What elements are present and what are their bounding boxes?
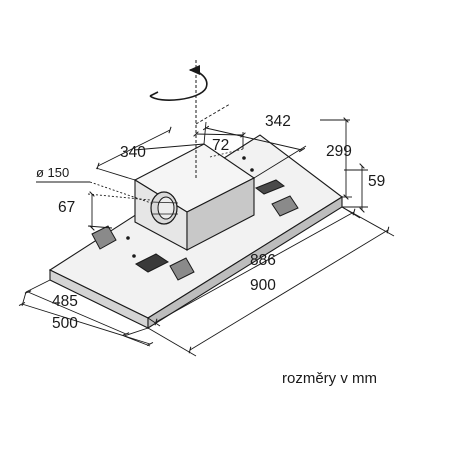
label-diameter-150: ø 150 [36,165,69,180]
label-59: 59 [368,173,385,190]
screw-1 [126,236,130,240]
label-342: 342 [265,113,291,130]
label-900: 900 [250,277,276,294]
label-485: 485 [52,293,78,310]
screw-2 [132,254,136,258]
label-340: 340 [120,144,146,161]
dimension-lines [18,103,395,357]
screw-4 [250,168,254,172]
rotation-arrow-icon [149,64,208,101]
label-500: 500 [52,315,78,332]
units-caption: rozměry v mm [282,370,377,387]
label-72: 72 [212,137,229,154]
screw-3 [242,156,246,160]
label-886: 886 [250,252,276,269]
label-299: 299 [326,143,352,160]
mounting-bracket-left [91,225,117,250]
label-67: 67 [58,199,75,216]
outlet-spigot-inner [157,196,175,220]
rotation-symbol [149,60,208,178]
dimension-labels: 342 72 340 299 59 ø 150 67 886 900 485 5… [36,113,385,332]
filter-slot [254,179,286,195]
